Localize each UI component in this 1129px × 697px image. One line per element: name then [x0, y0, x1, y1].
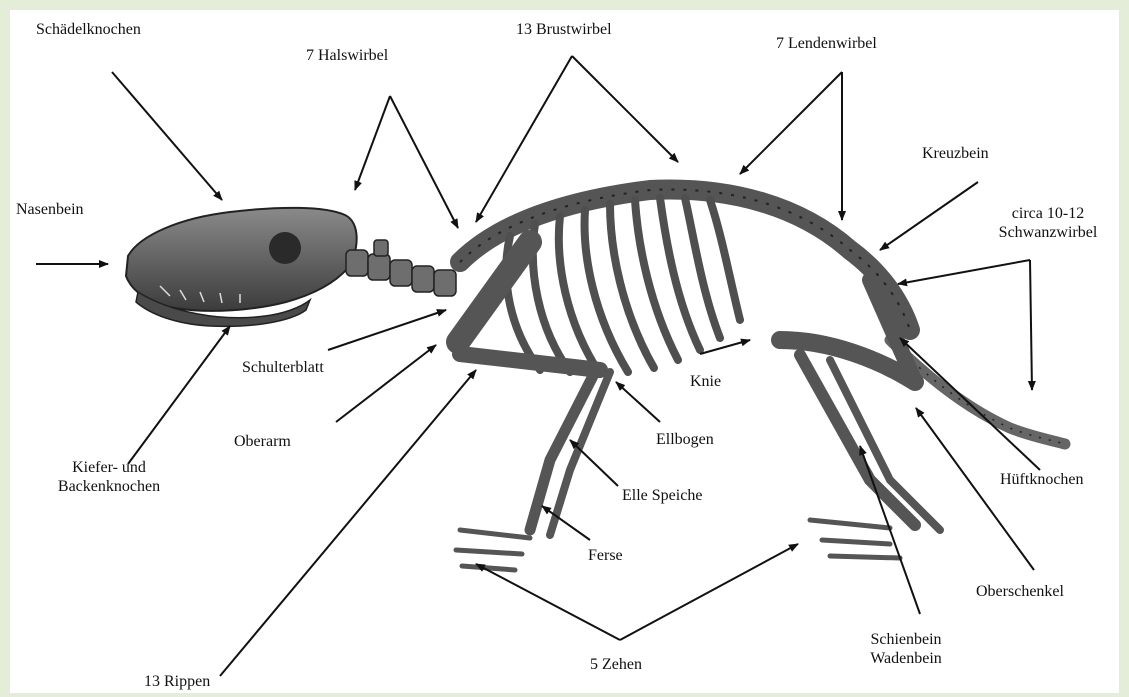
label-wadenbein: Wadenbein — [846, 649, 966, 668]
arrow-kiefer — [128, 326, 230, 464]
label-zehen: 5 Zehen — [590, 655, 642, 674]
arrow-schwanzwirbel-a — [898, 260, 1030, 284]
skull — [126, 208, 357, 327]
label-kreuzbein: Kreuzbein — [922, 144, 989, 163]
arrow-oberarm — [336, 345, 436, 422]
label-rippen: 13 Rippen — [144, 672, 210, 691]
label-schulterblatt: Schulterblatt — [242, 358, 324, 377]
diagram-canvas: Schädelknochen 7 Halswirbel 13 Brustwirb… — [10, 10, 1119, 693]
arrow-halswirbel-a — [355, 96, 390, 190]
label-knie: Knie — [690, 372, 721, 391]
label-kiefer-line1: Kiefer- und — [34, 458, 184, 477]
label-kiefer: Kiefer- und Backenknochen — [34, 458, 184, 496]
tail — [890, 340, 1065, 444]
arrow-lendenwirbel-a — [740, 72, 842, 174]
label-ellbogen: Ellbogen — [656, 430, 714, 449]
arrow-hueftknochen — [900, 338, 1040, 470]
arrow-schaedelknochen — [112, 72, 222, 200]
arrow-zehen-a — [476, 564, 620, 640]
arrow-schulterblatt — [328, 310, 446, 350]
label-oberschenkel: Oberschenkel — [976, 582, 1064, 601]
arrow-ellbogen — [616, 382, 660, 422]
label-hueftknochen: Hüftknochen — [1000, 470, 1084, 489]
label-brustwirbel: 13 Brustwirbel — [516, 20, 612, 39]
label-kiefer-line2: Backenknochen — [34, 477, 184, 496]
neck-vertebrae — [346, 240, 456, 296]
arrow-brustwirbel-b — [572, 56, 678, 162]
arrow-knie — [700, 340, 750, 354]
arrow-rippen — [220, 370, 476, 676]
label-lendenwirbel: 7 Lendenwirbel — [776, 34, 877, 53]
arrow-brustwirbel-a — [476, 56, 572, 222]
arrow-elle-speiche — [570, 440, 618, 486]
label-elle-speiche: Elle Speiche — [622, 486, 702, 505]
label-nasenbein: Nasenbein — [16, 200, 84, 219]
label-schwanzwirbel: circa 10-12 Schwanzwirbel — [988, 204, 1108, 242]
label-oberarm: Oberarm — [234, 432, 291, 451]
skeleton-illustration — [10, 10, 1119, 693]
label-halswirbel: 7 Halswirbel — [306, 46, 388, 65]
arrow-schwanzwirbel-b — [1030, 260, 1032, 390]
label-schwanzwirbel-line2: Schwanzwirbel — [988, 223, 1108, 242]
label-ferse: Ferse — [588, 546, 623, 565]
label-schaedelknochen: Schädelknochen — [36, 20, 141, 39]
label-schwanzwirbel-line1: circa 10-12 — [988, 204, 1108, 223]
label-schienbein: Schienbein — [846, 630, 966, 649]
arrow-kreuzbein — [880, 182, 978, 250]
arrow-zehen-b — [620, 544, 798, 640]
arrow-halswirbel-b — [390, 96, 458, 228]
label-schienbein-wadenbein: Schienbein Wadenbein — [846, 630, 966, 668]
